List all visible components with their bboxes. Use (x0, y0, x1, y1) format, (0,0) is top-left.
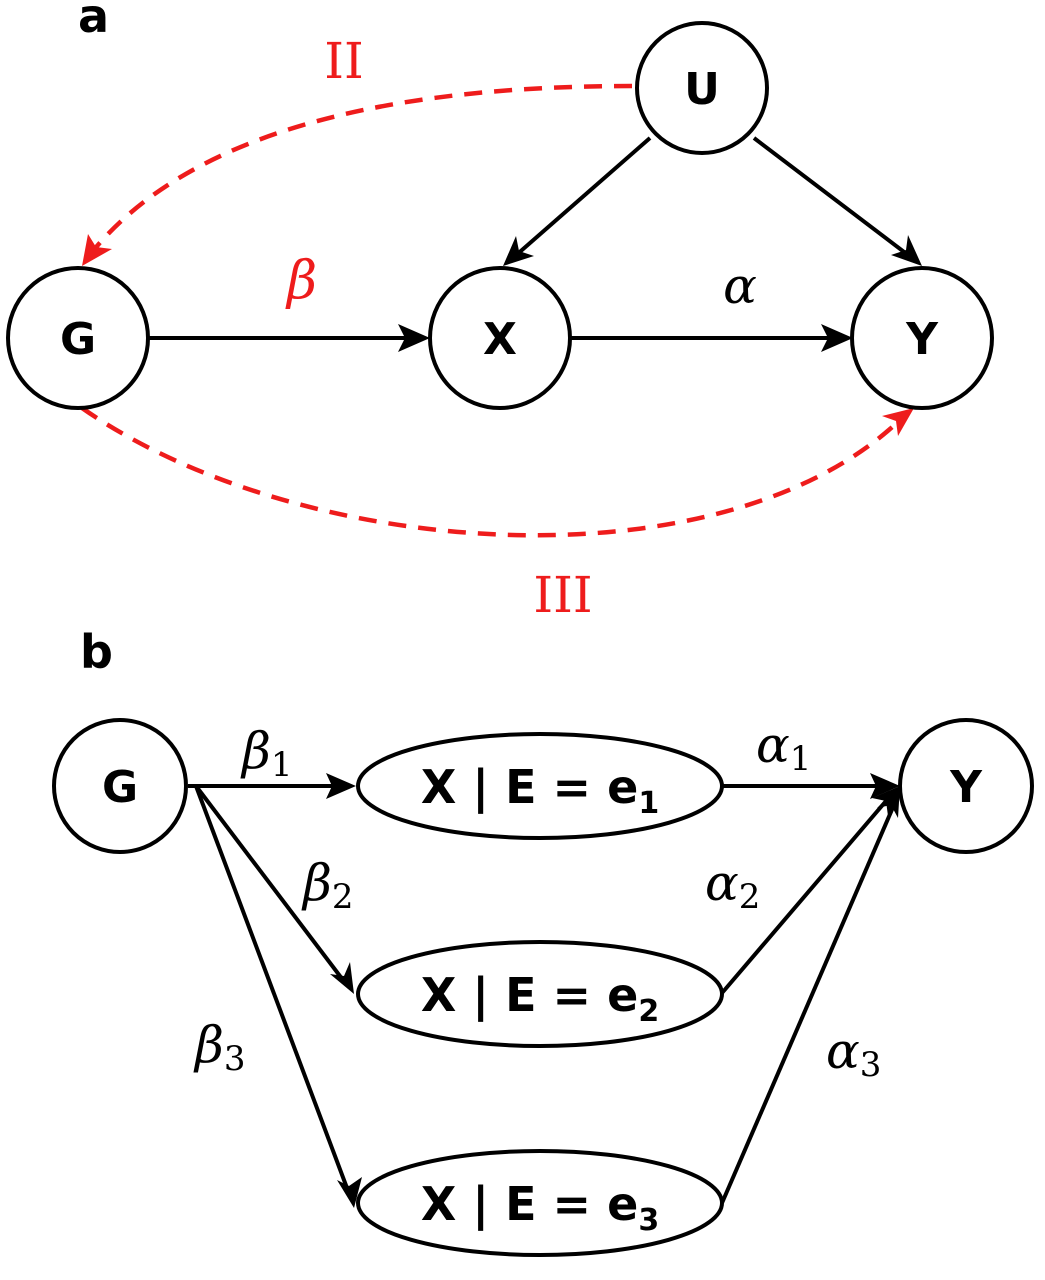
node-x-label: X (483, 314, 517, 365)
edge-label-beta: β (285, 251, 317, 311)
edge-g-to-x-e2 (194, 784, 348, 986)
edge-u-to-x (512, 136, 652, 259)
arrowhead-u-to-x (503, 236, 534, 266)
pathway-label-iii: III (533, 566, 592, 624)
node-y-b-label: Y (949, 762, 983, 813)
node-g-b (52, 718, 188, 854)
node-y (850, 266, 994, 410)
alpha-1-index: 1 (790, 739, 812, 779)
pathway-label-ii: II (324, 32, 364, 90)
ellipse-x-e3-index: 3 (638, 1203, 659, 1238)
ellipse-x-e3-prefix: X | E = e (421, 1177, 639, 1232)
beta-3-symbol: β (193, 1016, 224, 1074)
ellipse-x-e3 (356, 1149, 724, 1257)
ellipse-x-e1-label: X | E = e1 (421, 760, 659, 821)
ellipse-x-e2 (356, 940, 724, 1048)
edge-u-to-y (752, 136, 914, 260)
ellipse-x-e2-prefix: X | E = e (421, 968, 639, 1023)
edge-x-e2-to-y (720, 792, 894, 995)
arrowhead-pathway-iii (882, 408, 914, 436)
edge-label-alpha-3: α3 (826, 1022, 881, 1085)
arrowhead-pathway-ii (82, 234, 112, 266)
alpha-3-index: 3 (860, 1045, 882, 1085)
panel-a-label: a (78, 0, 109, 43)
node-y-b (898, 718, 1034, 854)
node-u-label: U (684, 64, 720, 115)
ellipse-x-e1-index: 1 (638, 786, 659, 821)
arrowhead-u-to-y (891, 235, 922, 266)
arrowhead-g-to-x-e2 (330, 962, 354, 994)
pathway-ii-u-to-g (90, 83, 633, 254)
alpha-2-index: 2 (739, 877, 761, 917)
ellipse-x-e3-label: X | E = e3 (421, 1177, 659, 1238)
edge-g-to-x-e3 (194, 785, 352, 1197)
edge-label-alpha-2: α2 (705, 854, 760, 917)
beta-2-symbol: β (301, 854, 332, 912)
node-g-label: G (60, 314, 96, 365)
edge-label-beta-1: β1 (240, 722, 293, 785)
pathway-iii-g-to-y (80, 406, 902, 538)
ellipse-x-e1 (356, 732, 724, 840)
beta-1-index: 1 (271, 745, 293, 785)
node-g-b-label: G (102, 762, 138, 813)
arrowhead-g-to-x-e3 (337, 1177, 362, 1208)
ellipse-x-e2-index: 2 (638, 994, 659, 1029)
node-u (635, 21, 769, 155)
arrowhead-x-e3-to-y (877, 786, 900, 818)
ellipse-x-e1-prefix: X | E = e (421, 760, 639, 815)
edge-label-alpha: α (723, 257, 757, 315)
arrowhead-x-e1-to-y (870, 773, 900, 799)
beta-3-index: 3 (224, 1039, 246, 1079)
node-y-label: Y (905, 314, 939, 365)
panel-b: b G Y X | E = e1 X | E = e2 X | E = e3 β… (52, 625, 1034, 1257)
node-x (428, 266, 572, 410)
edge-x-e3-to-y (720, 797, 899, 1204)
alpha-1-symbol: α (756, 716, 790, 774)
edge-label-alpha-1: α1 (756, 716, 811, 779)
edge-label-beta-3: β3 (193, 1016, 246, 1079)
alpha-2-symbol: α (705, 854, 739, 912)
alpha-3-symbol: α (826, 1022, 860, 1080)
beta-1-symbol: β (240, 722, 271, 780)
node-g (6, 266, 150, 410)
edge-label-beta-2: β2 (301, 854, 354, 917)
beta-2-index: 2 (332, 877, 354, 917)
ellipse-x-e2-label: X | E = e2 (421, 968, 659, 1029)
arrowhead-g-to-x (398, 324, 430, 352)
panel-a: a U G X Y β α II III (6, 0, 994, 624)
arrowhead-x-to-y (821, 324, 853, 352)
panel-b-label: b (80, 625, 113, 679)
arrowhead-g-to-x-e1 (326, 773, 356, 799)
